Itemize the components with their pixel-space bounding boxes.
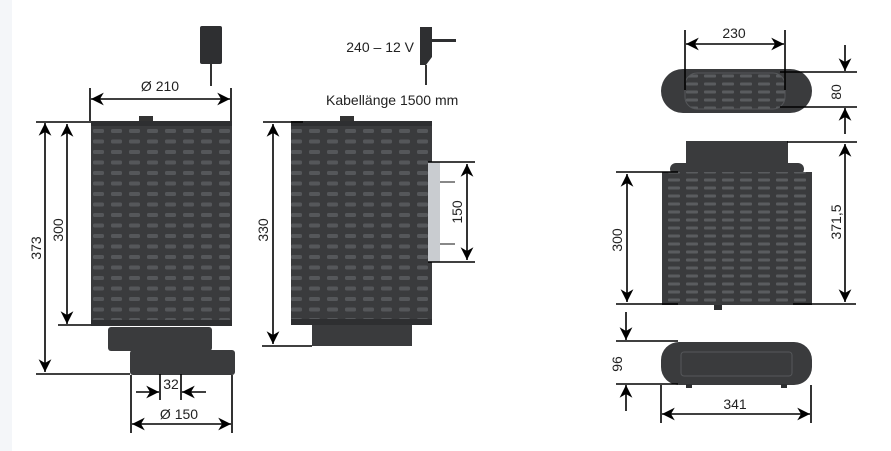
dim-width-341: 341 [723,396,747,412]
dim-depth-80: 80 [828,84,844,100]
top-view-dimensions: 230 80 [684,25,857,134]
filter-base-lower [130,350,235,375]
middle-unit: 240 – 12 V Kabellänge 1500 mm [291,27,458,346]
voltage-label: 240 – 12 V [346,39,414,55]
cable-length-label: Kabellänge 1500 mm [326,92,458,108]
power-adapter-icon [200,26,222,64]
dim-height-371-5: 371,5 [828,204,844,239]
plug-adapter-icon [420,27,456,65]
dim-bracket-150: 150 [449,200,465,224]
left-unit [91,26,235,375]
filter-base [312,325,412,346]
dim-height-300: 300 [50,218,66,242]
filter-body [91,121,232,326]
middle-dimensions: 330 150 [255,121,475,347]
filter-base-upper [108,327,212,351]
front-view-dimensions: 300 371,5 [609,141,857,305]
bottom-view-dimensions: 96 341 [609,312,812,423]
dim-height-96: 96 [609,356,625,372]
dim-diameter-150: Ø 150 [160,406,198,422]
dim-height-373: 373 [28,236,44,260]
background-strip [0,0,12,451]
bottom-view [661,342,812,388]
dim-width-230: 230 [722,25,746,41]
filter-body [291,121,432,325]
dim-height-300-front: 300 [609,228,625,252]
left-dimensions: Ø 210 373 300 32 Ø 150 [28,78,233,433]
dim-diameter-210: Ø 210 [141,78,179,94]
wall-bracket [428,162,440,262]
top-view [661,69,812,113]
front-view [662,141,812,310]
filter-body [662,172,812,305]
dim-outlet-32: 32 [163,376,179,392]
dim-height-330: 330 [255,218,271,242]
